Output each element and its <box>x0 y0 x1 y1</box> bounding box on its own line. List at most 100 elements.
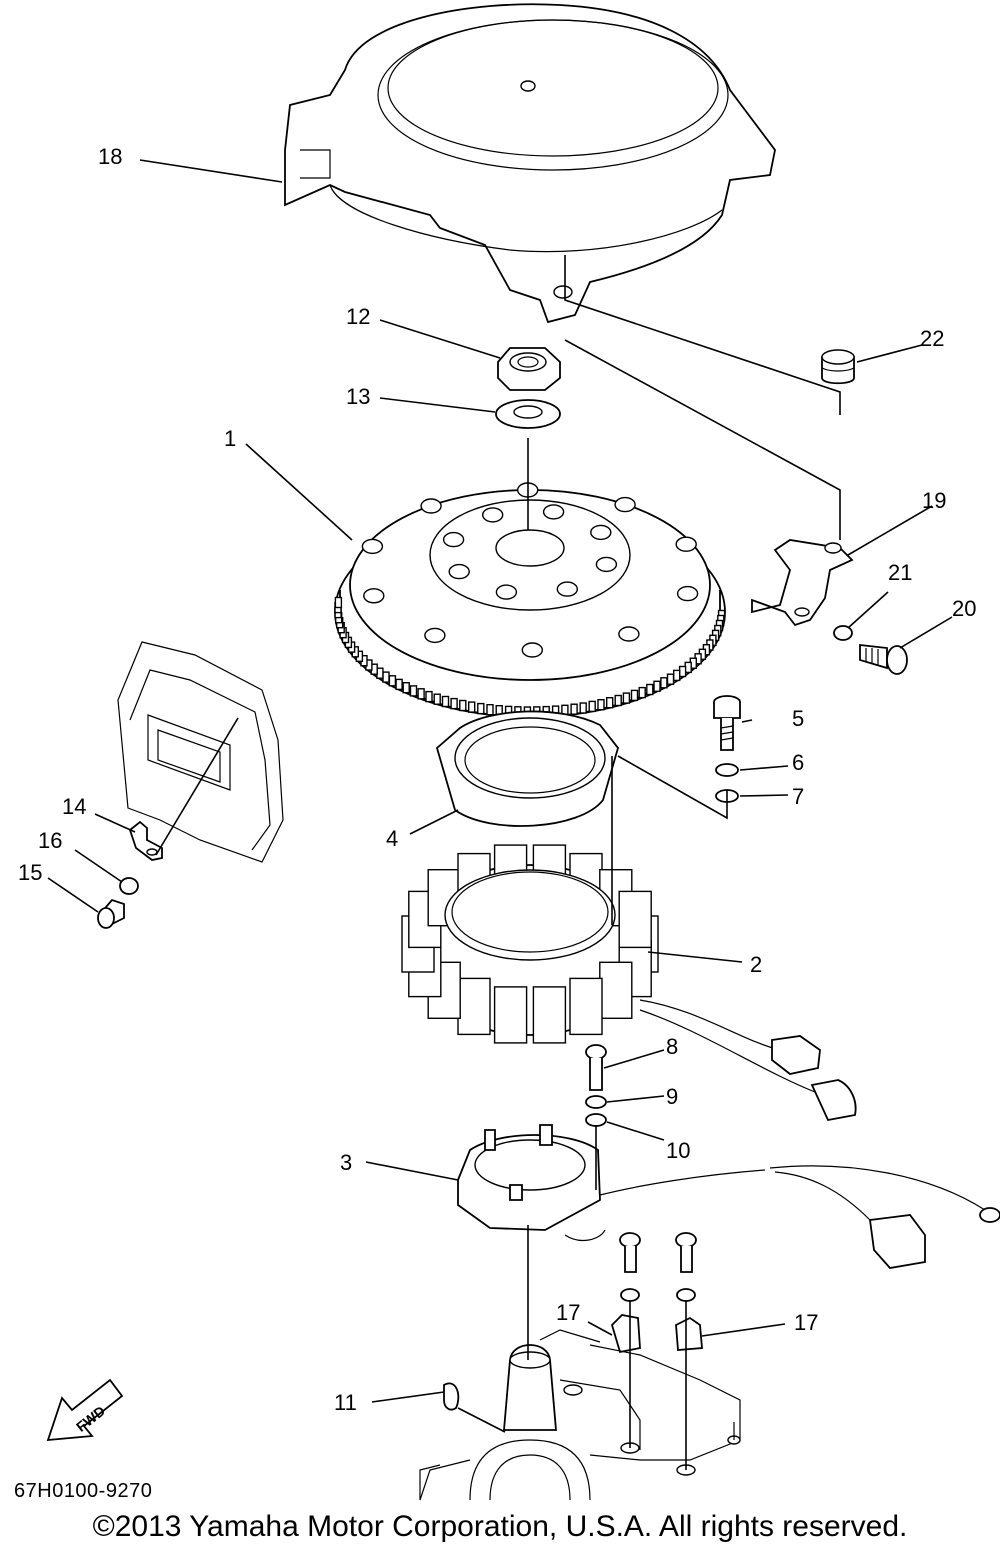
bolt-head <box>363 588 385 604</box>
stator-pole <box>599 961 633 1019</box>
pulser-coil <box>457 1124 1000 1269</box>
stator-pole <box>532 986 567 1044</box>
callout-20: 20 <box>952 596 976 621</box>
callout-2: 2 <box>750 952 762 977</box>
callout-22: 22 <box>920 326 944 351</box>
gear-tooth <box>334 596 343 609</box>
gear-tooth <box>477 702 485 715</box>
stator-pole <box>569 977 603 1036</box>
gear-tooth <box>673 669 681 682</box>
bolt-head <box>595 556 618 573</box>
bolt-20 <box>859 643 908 675</box>
bolt-head <box>424 627 446 644</box>
stator-coil <box>401 844 857 1122</box>
gear-tooth <box>459 699 467 712</box>
flywheel-nut <box>497 347 561 391</box>
callout-11: 11 <box>334 1390 357 1415</box>
callout-7: 7 <box>792 784 804 809</box>
washer-13 <box>495 399 561 429</box>
gear-tooth <box>614 694 622 707</box>
clip-14 <box>128 820 163 861</box>
ring-gear-teeth <box>334 596 726 718</box>
washer-16 <box>119 877 139 895</box>
gear-tooth <box>678 665 687 678</box>
callout-3: 3 <box>340 1150 352 1175</box>
bolt-head <box>556 581 578 597</box>
gear-tooth <box>382 671 390 683</box>
washer-9 <box>585 1095 607 1109</box>
callout-6: 6 <box>792 750 804 775</box>
bolt-head <box>675 536 697 552</box>
gear-tooth <box>606 697 614 709</box>
bolt-head <box>521 642 543 658</box>
callout-10: 10 <box>666 1138 690 1163</box>
diagram-code: 67H0100-9270 <box>14 1480 153 1502</box>
bolt-head <box>542 504 565 520</box>
gear-tooth <box>588 700 596 713</box>
washer-10 <box>585 1113 607 1127</box>
base-plate <box>435 710 619 827</box>
clamp-17b <box>675 1316 703 1351</box>
callout-8: 8 <box>666 1034 678 1059</box>
gear-tooth <box>425 690 433 703</box>
callout-15: 15 <box>18 860 42 885</box>
bolt-head <box>448 563 470 580</box>
copyright-notice: ©2013 Yamaha Motor Corporation, U.S.A. A… <box>92 1510 908 1543</box>
woodruff-key <box>443 1382 460 1411</box>
washer-6 <box>715 763 739 777</box>
callout-13: 13 <box>346 384 370 409</box>
gear-tooth <box>468 701 476 713</box>
gear-tooth <box>666 673 675 685</box>
gear-tooth <box>622 692 631 704</box>
crankcase-housing <box>419 1329 741 1501</box>
fwd-arrow-icon: FWD <box>46 1378 124 1442</box>
screw-15 <box>97 898 125 929</box>
screw-17a <box>619 1232 641 1302</box>
callout-leaders <box>47 159 953 1433</box>
callout-labels: 18 12 13 1 22 19 21 20 5 6 7 4 14 16 15 … <box>18 144 976 1415</box>
bolt-head <box>361 538 384 555</box>
callout-17-right: 17 <box>794 1310 818 1335</box>
callout-18: 18 <box>98 144 122 169</box>
stator-pole <box>493 986 528 1044</box>
callout-16: 16 <box>38 828 62 853</box>
gear-tooth <box>388 675 397 687</box>
assembly-lines <box>155 255 841 1470</box>
callout-9: 9 <box>666 1084 678 1109</box>
callout-4: 4 <box>386 826 398 851</box>
washer-21 <box>833 625 853 641</box>
bolt-head <box>495 584 518 600</box>
bolt-head <box>482 507 504 523</box>
gear-tooth <box>638 686 646 699</box>
bolt-head <box>590 524 612 541</box>
callout-12: 12 <box>346 304 370 329</box>
gear-tooth <box>646 683 654 696</box>
screw-8 <box>585 1044 607 1091</box>
gear-tooth <box>660 677 668 689</box>
grommet <box>821 349 855 385</box>
stator-pole <box>457 977 491 1036</box>
gear-tooth <box>433 693 441 705</box>
gear-tooth <box>630 689 639 702</box>
gear-tooth <box>653 680 661 692</box>
flywheel-cover <box>284 3 776 324</box>
gear-tooth <box>570 703 578 715</box>
gear-tooth <box>441 695 450 708</box>
callout-17-left: 17 <box>556 1300 580 1325</box>
callout-1: 1 <box>224 426 236 451</box>
bolt-head <box>442 531 465 548</box>
bolt-head <box>420 498 442 514</box>
gear-tooth <box>409 685 418 697</box>
callout-21: 21 <box>888 560 912 585</box>
callout-5: 5 <box>792 706 804 731</box>
stator-pole <box>618 890 652 949</box>
bolt-head <box>618 626 640 642</box>
cover-plate-outline <box>117 641 284 863</box>
bracket <box>751 539 854 627</box>
gear-tooth <box>597 699 605 711</box>
gear-tooth <box>486 704 494 716</box>
gear-tooth <box>402 682 410 694</box>
flywheel-bolt-heads <box>361 482 699 658</box>
callout-14: 14 <box>62 794 86 819</box>
